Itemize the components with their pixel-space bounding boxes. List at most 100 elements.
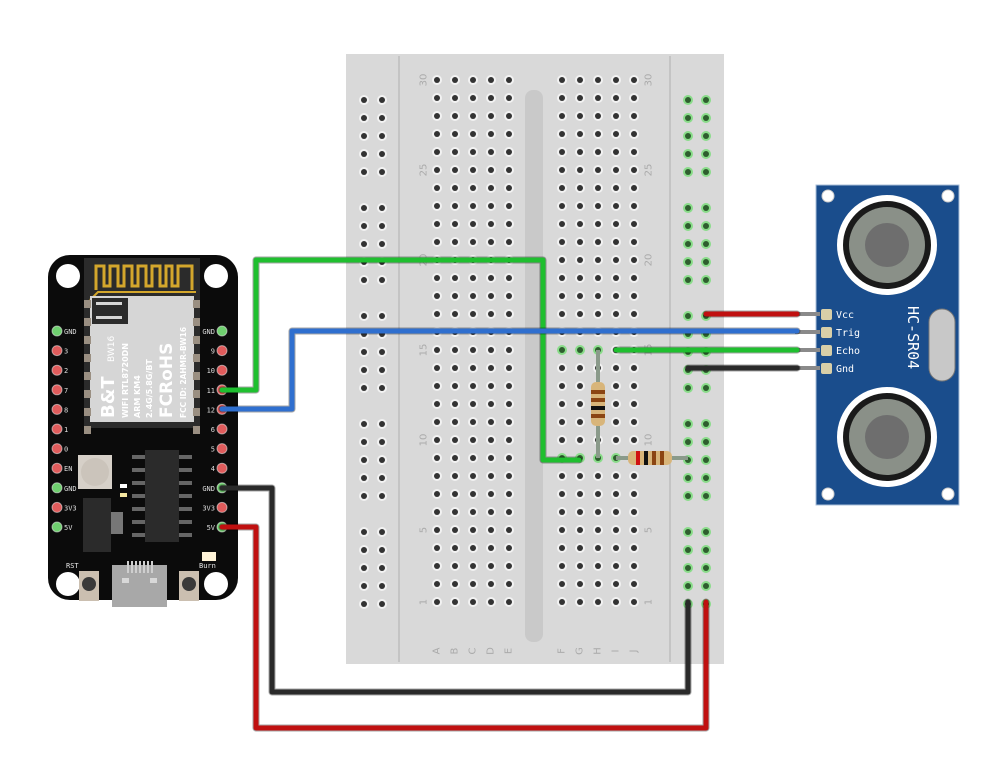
hole[interactable] [379,151,385,157]
hole[interactable] [361,547,367,553]
hole[interactable] [577,239,583,245]
rst-button-cap[interactable] [82,577,96,591]
hole[interactable] [631,203,637,209]
hole[interactable] [559,275,565,281]
hole[interactable] [361,97,367,103]
hole[interactable] [379,169,385,175]
hole[interactable] [470,275,476,281]
wire-echo-pin12[interactable] [219,328,800,412]
hole[interactable] [452,545,458,551]
hole[interactable] [470,563,476,569]
hole[interactable] [559,221,565,227]
hole[interactable] [452,527,458,533]
hole[interactable] [631,545,637,551]
hole[interactable] [488,95,494,101]
hole[interactable] [488,509,494,515]
hole[interactable] [379,313,385,319]
hole[interactable] [577,491,583,497]
hole[interactable] [361,133,367,139]
hole[interactable] [434,437,440,443]
hole[interactable] [595,293,601,299]
hole[interactable] [506,455,512,461]
hole[interactable] [434,509,440,515]
hole[interactable] [613,473,619,479]
hole[interactable] [434,563,440,569]
hole[interactable] [488,311,494,317]
hole[interactable] [379,475,385,481]
hole[interactable] [577,311,583,317]
hole[interactable] [361,313,367,319]
hole[interactable] [470,383,476,389]
hole[interactable] [613,167,619,173]
hole[interactable] [559,167,565,173]
hole[interactable] [488,113,494,119]
hole[interactable] [470,419,476,425]
hole[interactable] [361,529,367,535]
hole[interactable] [470,455,476,461]
hole[interactable] [470,437,476,443]
hole[interactable] [685,133,691,139]
hole[interactable] [506,473,512,479]
mcu-pin-right-gnd[interactable] [216,325,228,337]
hole[interactable] [506,437,512,443]
hole[interactable] [470,311,476,317]
hole[interactable] [361,565,367,571]
hole[interactable] [470,113,476,119]
hole[interactable] [595,563,601,569]
hole[interactable] [488,437,494,443]
hole[interactable] [470,131,476,137]
hole[interactable] [595,473,601,479]
hole[interactable] [434,131,440,137]
hole[interactable] [685,493,691,499]
hole[interactable] [703,133,709,139]
hole[interactable] [361,277,367,283]
hole[interactable] [685,583,691,589]
hole[interactable] [379,205,385,211]
wire-gnd[interactable] [219,485,691,695]
hole[interactable] [631,293,637,299]
hole[interactable] [434,239,440,245]
hole[interactable] [452,293,458,299]
hole[interactable] [703,169,709,175]
hole[interactable] [613,239,619,245]
hole[interactable] [470,401,476,407]
hole[interactable] [506,527,512,533]
hole[interactable] [452,167,458,173]
hole[interactable] [434,401,440,407]
hole[interactable] [434,311,440,317]
hole[interactable] [434,365,440,371]
hole[interactable] [595,239,601,245]
hole[interactable] [685,97,691,103]
hole[interactable] [361,421,367,427]
hole[interactable] [613,437,619,443]
hole[interactable] [577,221,583,227]
hole[interactable] [631,437,637,443]
mcu-pin-left-5v[interactable] [51,521,63,533]
hole[interactable] [577,77,583,83]
hole[interactable] [577,113,583,119]
hole[interactable] [613,419,619,425]
mcu-pin-right-4[interactable] [216,462,228,474]
hole[interactable] [452,347,458,353]
hole[interactable] [452,113,458,119]
hole[interactable] [506,203,512,209]
hole[interactable] [452,581,458,587]
hole[interactable] [379,241,385,247]
hole[interactable] [559,545,565,551]
hole[interactable] [470,545,476,551]
hole[interactable] [577,131,583,137]
hole[interactable] [703,547,709,553]
hole[interactable] [559,365,565,371]
hole[interactable] [559,581,565,587]
sensor-pin-gnd[interactable] [821,363,832,374]
hole[interactable] [577,383,583,389]
hole[interactable] [631,221,637,227]
hole[interactable] [613,257,619,263]
hole[interactable] [685,313,691,319]
hole[interactable] [685,385,691,391]
hole[interactable] [613,275,619,281]
hole[interactable] [488,599,494,605]
wire-5v[interactable] [219,524,709,731]
hole[interactable] [506,131,512,137]
hole[interactable] [631,275,637,281]
